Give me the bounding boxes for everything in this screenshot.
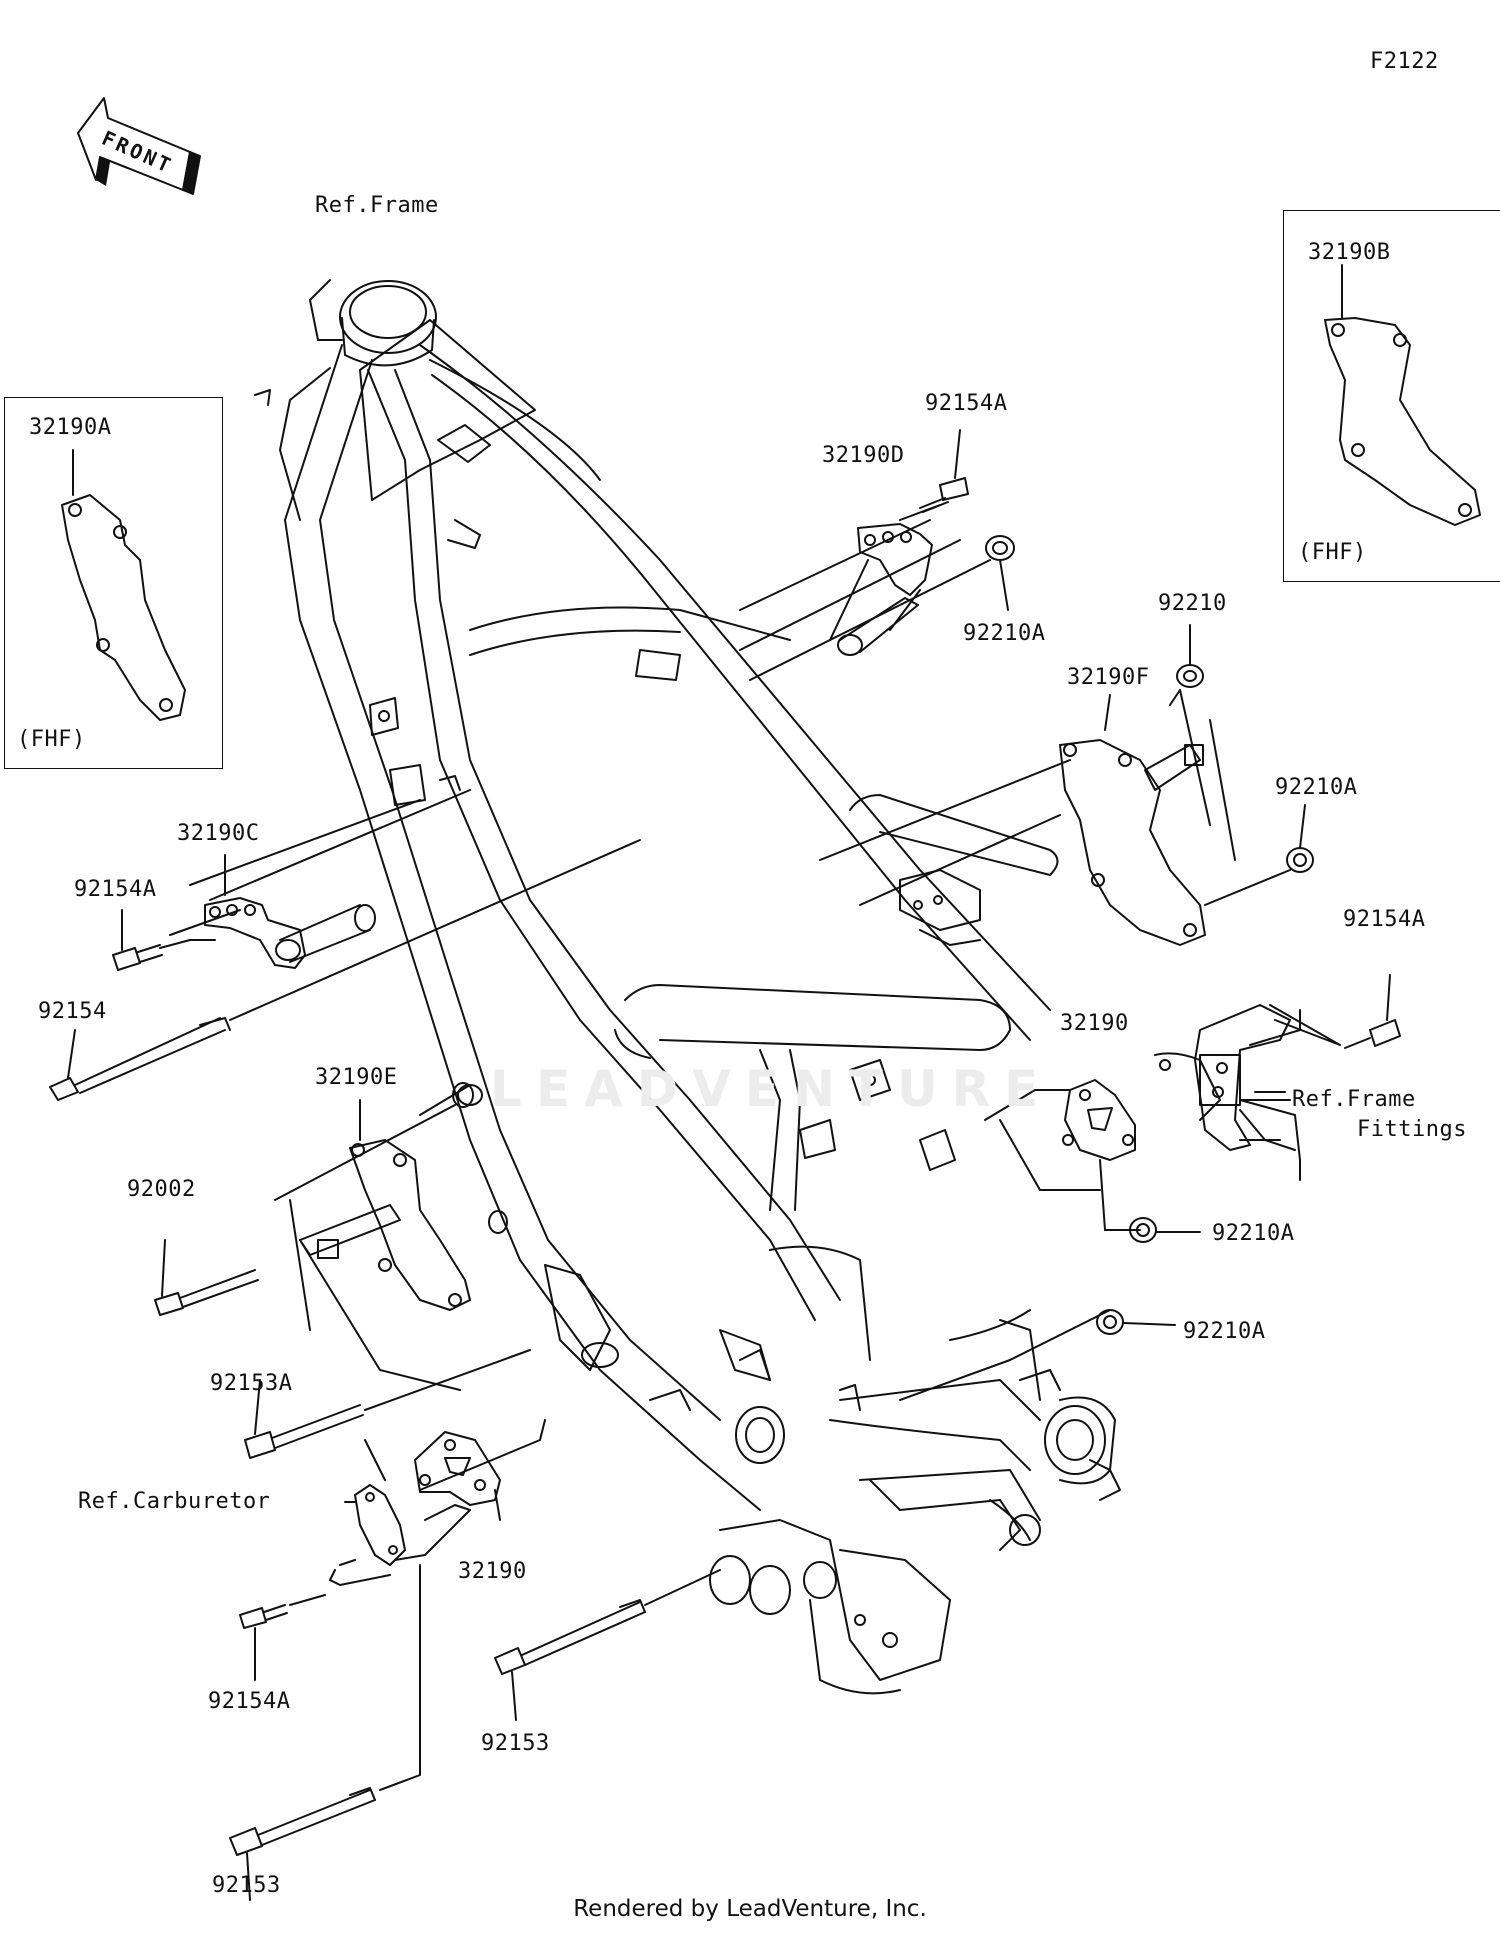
carburetor-bracket <box>329 1484 471 1586</box>
label-ref-frame-fittings-line2[interactable]: Fittings <box>1357 1117 1467 1142</box>
label-92210A-low[interactable]: 92210A <box>1183 1319 1266 1344</box>
inset-right-part[interactable]: 32190B <box>1308 240 1391 265</box>
label-92154A-bottom[interactable]: 92154A <box>208 1689 291 1714</box>
label-92210A-mid[interactable]: 92210A <box>1212 1221 1295 1246</box>
nut-92210A-mid <box>1129 1217 1201 1243</box>
inset-32190B-drawing <box>1324 317 1481 526</box>
label-32190F[interactable]: 32190F <box>1067 665 1150 690</box>
assembly-axis-lines-32190F <box>819 689 1291 906</box>
inset-32190A-drawing <box>61 494 186 721</box>
bracket-32190-right <box>1062 1079 1141 1231</box>
nut-92210A-right <box>1286 804 1314 873</box>
label-92002[interactable]: 92002 <box>127 1177 196 1202</box>
nut-92210A-top <box>985 535 1015 611</box>
bracket-32190C <box>204 854 376 969</box>
bolt-92002 <box>154 1239 259 1316</box>
assembly-axis-lines-right <box>899 1004 1341 1401</box>
bolt-92154A-right <box>1344 974 1401 1049</box>
nut-92210A-low <box>1096 1309 1176 1335</box>
label-92210A-right[interactable]: 92210A <box>1275 775 1358 800</box>
bolt-92154A-bottom <box>239 1594 326 1681</box>
bolt-92153-bottom <box>229 1564 421 1901</box>
bracket-32190-bottom <box>364 1419 546 1521</box>
inset-left-box: 32190A (FHF) <box>4 397 223 769</box>
label-92153-mid[interactable]: 92153 <box>481 1731 550 1756</box>
nut-92210 <box>1176 624 1204 688</box>
bolt-92154A-left <box>112 909 163 971</box>
label-32190E[interactable]: 32190E <box>315 1065 398 1090</box>
label-ref-frame-fittings-line1[interactable]: Ref.Frame <box>1292 1087 1416 1112</box>
inset-right-box: 32190B (FHF) <box>1283 210 1500 582</box>
assembly-axis-lines-32190C <box>159 789 471 949</box>
bracket-32190F <box>1059 739 1206 946</box>
inset-left-note: (FHF) <box>17 727 86 752</box>
bolt-92154A-top <box>919 429 969 513</box>
label-92153A[interactable]: 92153A <box>210 1371 293 1396</box>
inset-left-part[interactable]: 32190A <box>29 415 112 440</box>
label-92153-bottom[interactable]: 92153 <box>212 1873 281 1898</box>
watermark: LEADVENTURE <box>490 1060 1053 1118</box>
label-32190-bottom[interactable]: 32190 <box>458 1559 527 1584</box>
bolt-92153A <box>244 1349 531 1459</box>
label-92154A-left[interactable]: 92154A <box>74 877 157 902</box>
assembly-axis-lines-top <box>739 504 991 681</box>
bracket-32190E <box>274 1099 471 1391</box>
label-ref-frame[interactable]: Ref.Frame <box>315 193 439 218</box>
motorcycle-frame <box>254 279 1121 1695</box>
label-32190-right[interactable]: 32190 <box>1060 1011 1129 1036</box>
bolt-92153-mid <box>494 1569 721 1721</box>
footer-credit: Rendered by LeadVenture, Inc. <box>573 1896 927 1922</box>
label-32190D[interactable]: 32190D <box>822 443 905 468</box>
label-92210A-top[interactable]: 92210A <box>963 621 1046 646</box>
label-32190C[interactable]: 32190C <box>177 821 260 846</box>
label-ref-carburetor[interactable]: Ref.Carburetor <box>78 1489 271 1514</box>
diagram-code: F2122 <box>1370 49 1439 74</box>
label-92154A-top[interactable]: 92154A <box>925 391 1008 416</box>
front-arrow-icon <box>77 97 201 195</box>
inset-right-note: (FHF) <box>1298 540 1367 565</box>
label-92154A-right[interactable]: 92154A <box>1343 907 1426 932</box>
label-92210[interactable]: 92210 <box>1158 591 1227 616</box>
bolt-92154 <box>49 839 641 1101</box>
axis-line-32190E <box>419 1084 471 1116</box>
label-92154[interactable]: 92154 <box>38 999 107 1024</box>
